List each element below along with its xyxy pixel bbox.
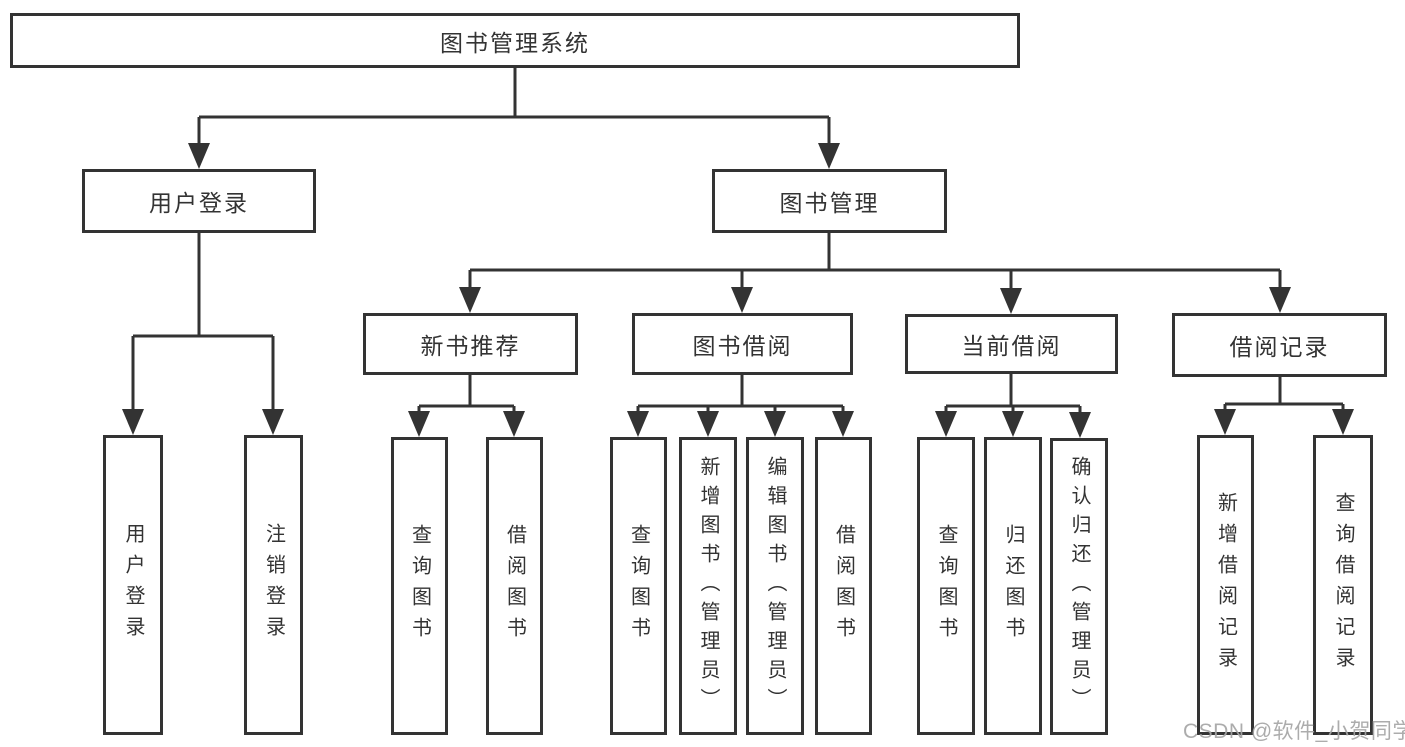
node-leaf-query-books-recommend: 查询图书 [391, 437, 448, 735]
node-leaf-confirm-return-admin: 确认归还（管理员） [1050, 438, 1108, 735]
node-label: 借阅图书 [832, 524, 855, 648]
node-label: 新书推荐 [420, 333, 521, 359]
node-label: 查询图书 [627, 524, 650, 648]
node-library-management-system: 图书管理系统 [10, 13, 1020, 68]
node-label: 归还图书 [1002, 524, 1024, 648]
node-leaf-borrow-books-recommend: 借阅图书 [486, 437, 543, 735]
node-leaf-query-books-current: 查询图书 [917, 437, 975, 735]
node-label: 图书管理 [779, 190, 880, 216]
node-label: 新增借阅记录 [1214, 492, 1237, 678]
node-leaf-borrow-books: 借阅图书 [815, 437, 872, 735]
node-leaf-edit-books-admin: 编辑图书（管理员） [746, 437, 804, 735]
node-label: 查询图书 [935, 524, 957, 648]
node-leaf-add-borrow-record: 新增借阅记录 [1197, 435, 1254, 735]
node-label: 借阅图书 [503, 524, 526, 648]
node-label: 查询图书 [408, 524, 431, 648]
node-label: 用户登录 [122, 523, 144, 647]
node-leaf-query-books-borrow: 查询图书 [610, 437, 667, 735]
node-label: 用户登录 [149, 190, 249, 216]
csdn-watermark: CSDN @软件_小贺同学 [1183, 720, 1405, 743]
node-label: 当前借阅 [961, 333, 1062, 359]
node-leaf-add-books-admin: 新增图书（管理员） [679, 437, 737, 735]
node-leaf-return-books: 归还图书 [984, 437, 1042, 735]
node-label: 图书借阅 [692, 333, 793, 359]
node-leaf-query-borrow-record: 查询借阅记录 [1313, 435, 1373, 735]
node-label: 编辑图书（管理员） [764, 455, 786, 717]
node-leaf-user-login: 用户登录 [103, 435, 163, 735]
node-book-borrowing: 图书借阅 [632, 313, 853, 375]
node-borrow-records: 借阅记录 [1172, 313, 1387, 377]
node-book-management-group: 图书管理 [712, 169, 947, 233]
node-label: 借阅记录 [1229, 334, 1330, 360]
node-label: 注销登录 [262, 523, 285, 647]
node-label: 新增图书（管理员） [697, 455, 719, 717]
node-label: 确认归还（管理员） [1068, 456, 1090, 717]
node-label: 图书管理系统 [440, 29, 590, 56]
node-new-book-recommendation: 新书推荐 [363, 313, 578, 375]
node-current-borrowing: 当前借阅 [905, 314, 1118, 374]
node-leaf-logout: 注销登录 [244, 435, 303, 735]
node-user-login-group: 用户登录 [82, 169, 316, 233]
node-label: 查询借阅记录 [1332, 492, 1354, 678]
